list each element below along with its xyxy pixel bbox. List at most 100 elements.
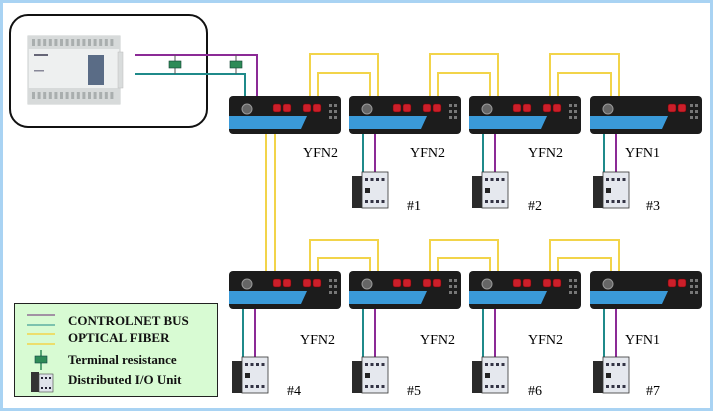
converter-power-knob xyxy=(241,278,253,290)
converter-stripe xyxy=(590,291,668,304)
io-terminal xyxy=(261,363,265,366)
io-terminal xyxy=(370,178,374,181)
status-led xyxy=(569,110,572,113)
distributed-io-unit xyxy=(593,356,630,394)
fiber-optical-converter xyxy=(590,96,702,134)
plc-terminal xyxy=(60,39,63,46)
converter-stripe xyxy=(229,291,307,304)
status-led xyxy=(454,291,457,294)
plc-terminal xyxy=(71,39,75,46)
converter-stripe xyxy=(469,116,547,129)
fiber-port xyxy=(677,278,687,288)
plc-terminal xyxy=(32,92,35,99)
io-terminal xyxy=(611,178,615,181)
optical-fiber-outer xyxy=(549,53,620,96)
converter-model-label: YFN1 xyxy=(625,146,661,161)
distributed-io-unit xyxy=(593,171,630,209)
io-terminal xyxy=(490,385,494,388)
io-unit-side xyxy=(593,361,603,393)
io-terminal xyxy=(365,363,368,366)
fiber-optical-converter xyxy=(349,96,461,134)
io-terminal xyxy=(617,363,620,366)
status-led xyxy=(574,110,577,113)
io-terminal xyxy=(245,363,248,366)
io-unit-side xyxy=(352,176,362,208)
plc-terminal xyxy=(54,92,58,99)
legend-item-terminal-resistance: Terminal resistance xyxy=(15,350,215,370)
fiber-port xyxy=(392,103,402,113)
plc-terminal xyxy=(37,39,41,46)
io-terminal xyxy=(256,363,259,366)
io-unit-side xyxy=(472,176,482,208)
plc-terminal xyxy=(88,92,91,99)
status-led xyxy=(329,116,332,119)
io-terminal xyxy=(485,363,488,366)
optical-fiber-outer xyxy=(549,239,620,271)
optical-fiber-inner xyxy=(437,72,491,96)
legend-item-io-unit: Distributed I/O Unit xyxy=(15,370,215,393)
optical-fiber-inner xyxy=(317,257,371,271)
fiber-port xyxy=(282,278,292,288)
io-indicator xyxy=(485,188,490,193)
legend-item-controlnet-bus: CONTROLNET BUS xyxy=(15,310,215,330)
io-unit-number: #3 xyxy=(646,199,660,214)
io-indicator xyxy=(485,373,490,378)
fiber-optical-converter xyxy=(349,271,461,309)
io-terminal xyxy=(622,385,626,388)
io-terminal xyxy=(381,200,385,203)
fiber-port xyxy=(302,103,312,113)
io-terminal xyxy=(485,200,488,203)
converter-model-label: YFN2 xyxy=(410,146,446,161)
status-led xyxy=(334,291,337,294)
status-led xyxy=(334,116,337,119)
status-led xyxy=(334,110,337,113)
converter-stripe xyxy=(229,116,307,129)
io-terminal xyxy=(261,385,265,388)
converter-power-knob xyxy=(602,278,614,290)
io-terminal xyxy=(376,363,379,366)
fiber-port xyxy=(542,278,552,288)
io-unit-number: #4 xyxy=(287,384,301,399)
io-terminal xyxy=(250,363,254,366)
optical-fiber-outer xyxy=(309,53,379,96)
io-terminal xyxy=(370,200,374,203)
fiber-port xyxy=(667,103,677,113)
status-led xyxy=(454,285,457,288)
status-led xyxy=(334,279,337,282)
fiber-port xyxy=(422,103,432,113)
fiber-port xyxy=(542,103,552,113)
plc-terminal xyxy=(60,92,63,99)
io-terminal xyxy=(256,385,259,388)
fiber-port xyxy=(677,103,687,113)
plc-terminal xyxy=(99,92,103,99)
io-terminal xyxy=(501,363,505,366)
status-led xyxy=(690,285,693,288)
status-led xyxy=(449,110,452,113)
status-led xyxy=(449,279,452,282)
status-led xyxy=(329,104,332,107)
plc-terminal xyxy=(43,39,47,46)
io-terminal xyxy=(376,385,379,388)
io-terminal xyxy=(606,363,609,366)
optical-fiber-outer xyxy=(429,239,499,271)
status-led xyxy=(695,279,698,282)
fiber-port xyxy=(272,278,282,288)
controlnet-bus-teal xyxy=(135,73,246,96)
status-led xyxy=(454,110,457,113)
plc-terminal xyxy=(104,39,108,46)
io-terminal xyxy=(606,385,609,388)
status-led xyxy=(574,279,577,282)
io-unit-side xyxy=(593,176,603,208)
io-terminal xyxy=(501,385,505,388)
status-led xyxy=(569,279,572,282)
io-terminal xyxy=(611,200,615,203)
io-terminal xyxy=(376,178,379,181)
status-led xyxy=(690,104,693,107)
io-unit-number: #6 xyxy=(528,384,542,399)
io-terminal xyxy=(606,178,609,181)
io-terminal xyxy=(381,363,385,366)
plc-terminal xyxy=(93,39,97,46)
status-led xyxy=(574,104,577,107)
controlnet-bus-purple xyxy=(135,54,258,96)
